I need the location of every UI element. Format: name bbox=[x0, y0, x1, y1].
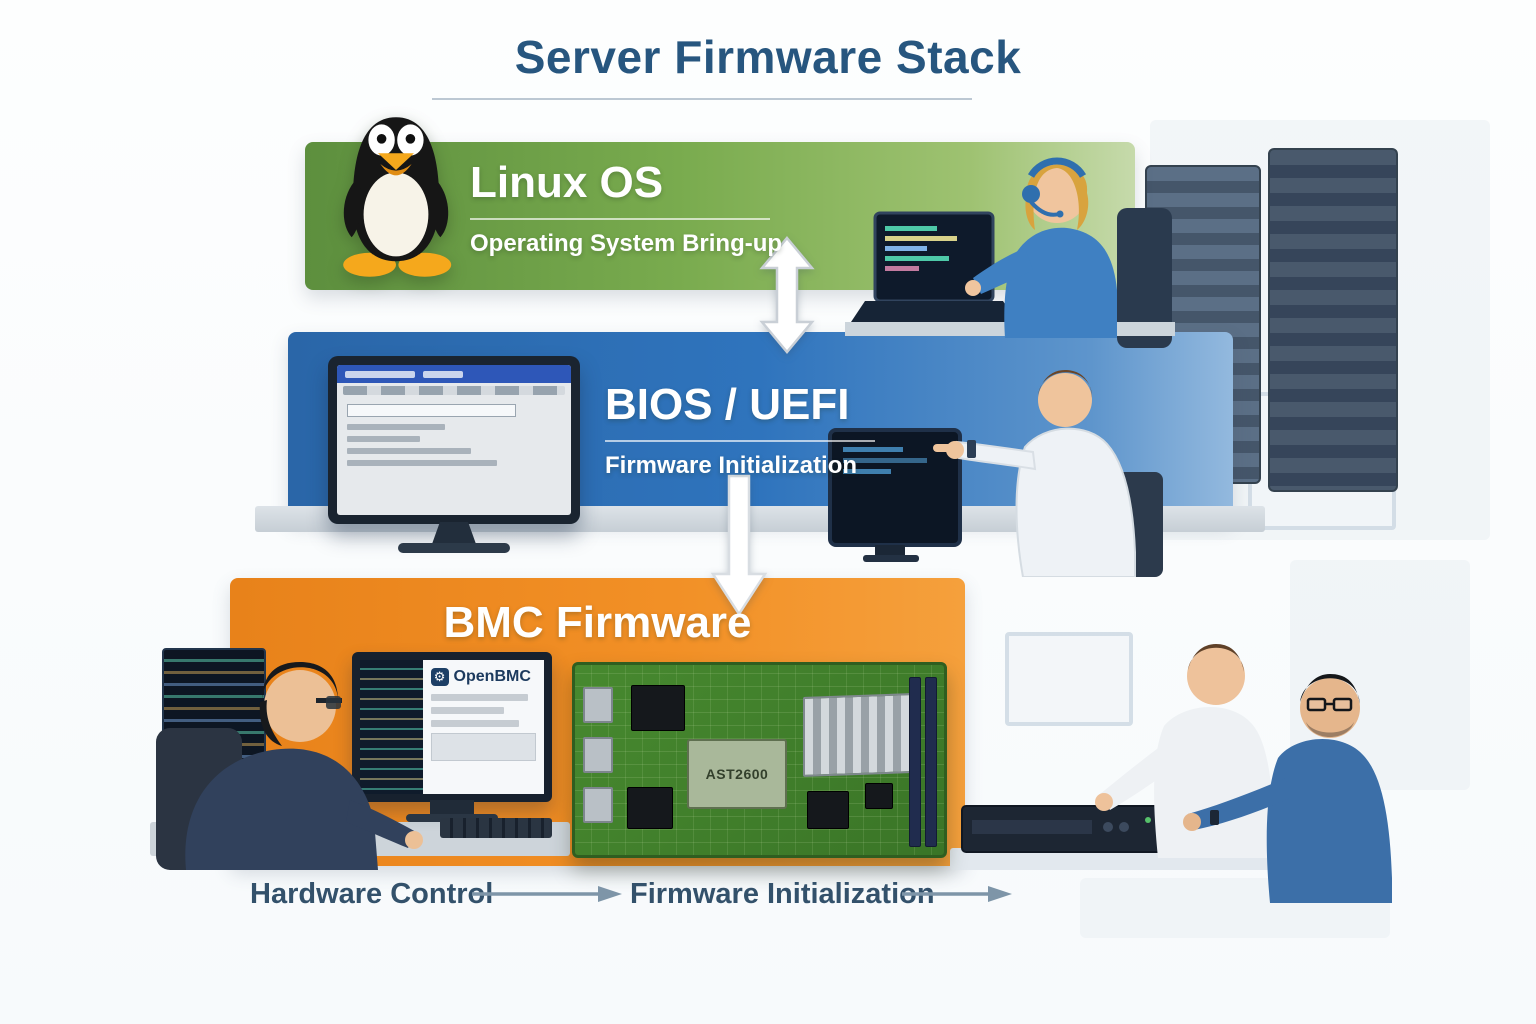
dimm-slot bbox=[909, 677, 921, 847]
bios-layer-text: BIOS / UEFI Firmware Initialization bbox=[605, 380, 875, 480]
server-rack-icon bbox=[1268, 148, 1398, 492]
bios-menubar bbox=[343, 386, 565, 395]
chip bbox=[807, 791, 849, 829]
page-title: Server Firmware Stack bbox=[514, 31, 1022, 83]
footer-label-firmware-initialization: Firmware Initialization bbox=[630, 878, 935, 910]
chip bbox=[631, 685, 685, 731]
bmc-layer-text: BMC Firmware bbox=[230, 598, 965, 647]
background-window bbox=[1005, 632, 1133, 726]
monitor-stand bbox=[430, 800, 474, 816]
openbmc-monitor: ⚙ OpenBMC bbox=[352, 652, 552, 802]
bmc-layer-title: BMC Firmware bbox=[443, 598, 752, 647]
bios-titlebar bbox=[337, 365, 571, 383]
chip bbox=[627, 787, 673, 829]
window-text-bar bbox=[430, 707, 505, 714]
tux-penguin-icon bbox=[343, 117, 452, 277]
heatsink bbox=[803, 693, 911, 777]
bios-text-line bbox=[347, 460, 497, 466]
bios-layer-subtitle: Firmware Initialization bbox=[605, 452, 858, 480]
bios-layer-divider bbox=[605, 440, 875, 443]
monitor-stand bbox=[432, 522, 476, 544]
bmc-developer-illustration bbox=[156, 662, 423, 870]
bios-titlebar-text-bar bbox=[423, 370, 463, 378]
window-content-block bbox=[430, 733, 536, 761]
bmc-circuit-board: AST2600 bbox=[572, 662, 947, 858]
support-engineer-woman-illustration bbox=[845, 157, 1175, 348]
io-port bbox=[583, 787, 613, 823]
down-arrow-icon bbox=[710, 474, 768, 616]
bios-layer-title: BIOS / UEFI bbox=[605, 380, 850, 429]
bios-text-line bbox=[347, 424, 446, 430]
io-port bbox=[583, 687, 613, 723]
linux-layer-text: Linux OS Operating System Bring-up bbox=[470, 158, 783, 258]
engineers-with-rack-device-illustration bbox=[961, 644, 1392, 903]
ast2600-chip-label: AST2600 bbox=[705, 766, 769, 782]
keyboard bbox=[440, 818, 552, 838]
bios-setup-monitor bbox=[328, 356, 580, 524]
bios-text-line bbox=[347, 436, 420, 442]
monitor-base bbox=[398, 543, 510, 553]
gear-icon: ⚙ bbox=[430, 668, 449, 686]
bios-setup-screen bbox=[337, 365, 571, 515]
bidirectional-arrow-icon bbox=[759, 236, 815, 354]
window-text-bar bbox=[430, 694, 528, 701]
right-arrow-icon bbox=[472, 886, 622, 902]
dimm-slot bbox=[925, 677, 937, 847]
right-arrow-icon bbox=[902, 886, 1012, 902]
bios-selected-field bbox=[347, 404, 516, 417]
title-divider bbox=[432, 98, 972, 100]
linux-layer-title: Linux OS bbox=[470, 158, 664, 207]
bios-titlebar-text-bar bbox=[345, 370, 415, 378]
terminal-pane bbox=[360, 660, 423, 794]
bios-menu-body bbox=[337, 398, 571, 478]
io-port bbox=[583, 737, 613, 773]
window-text-bar bbox=[430, 720, 520, 727]
linux-layer-subtitle: Operating System Bring-up bbox=[470, 230, 783, 258]
footer-label-hardware-control: Hardware Control bbox=[250, 878, 494, 910]
openbmc-window: ⚙ OpenBMC bbox=[422, 660, 544, 794]
linux-layer-divider bbox=[470, 218, 770, 221]
ast2600-chip: AST2600 bbox=[687, 739, 787, 809]
bios-text-line bbox=[347, 448, 472, 454]
engineer-pointing-illustration bbox=[828, 370, 1163, 577]
openbmc-logo: ⚙ OpenBMC bbox=[430, 668, 536, 686]
openbmc-label: OpenBMC bbox=[453, 668, 531, 685]
chip bbox=[865, 783, 893, 809]
